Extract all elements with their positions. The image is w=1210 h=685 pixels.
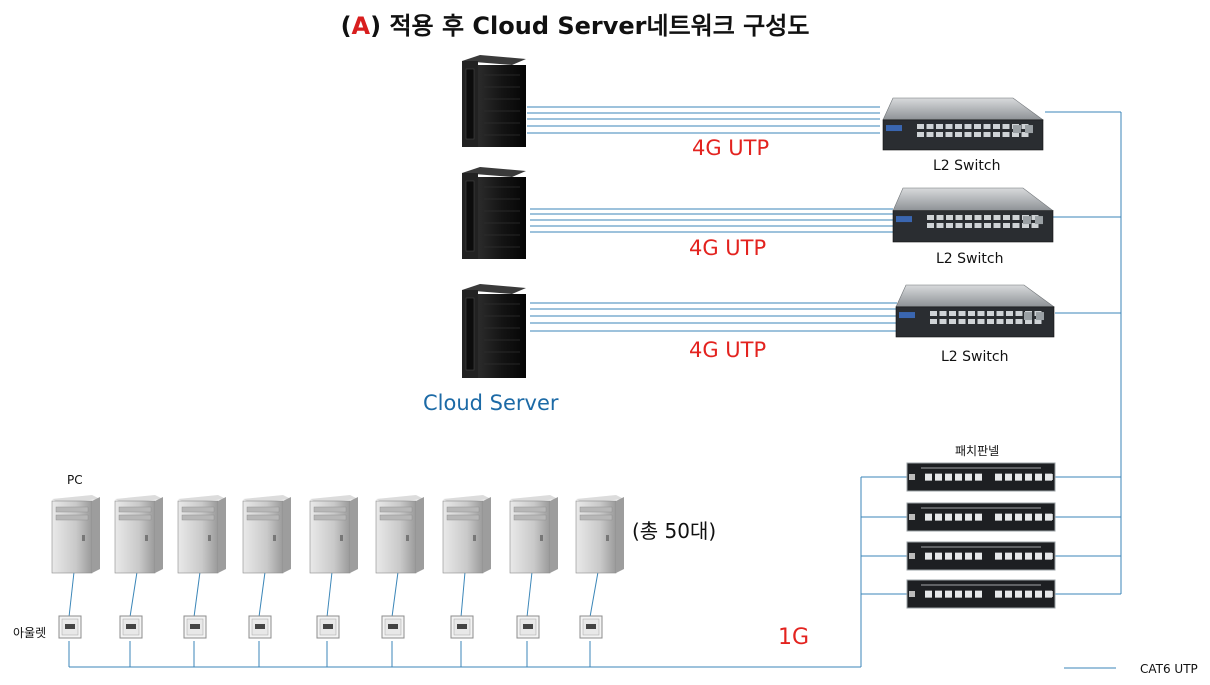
- pc-to-outlet: [460, 571, 466, 618]
- pc-label: PC: [67, 473, 83, 487]
- network-switch-icon: [892, 187, 1054, 243]
- wall-outlet-icon: [381, 615, 405, 639]
- title-accent: A: [351, 12, 371, 40]
- pc-to-outlet: [589, 571, 599, 618]
- wall-outlet-icon: [248, 615, 272, 639]
- pc-tower-icon: [177, 495, 226, 574]
- wall-outlet-icon: [450, 615, 474, 639]
- title-rest: ) 적용 후 Cloud Server네트워크 구성도: [370, 12, 810, 40]
- wall-outlet-icon: [183, 615, 207, 639]
- pc-to-outlet: [258, 571, 266, 618]
- wall-outlet-icon: [579, 615, 603, 639]
- network-switch-icon: [895, 284, 1055, 338]
- server-rack-icon: [462, 167, 526, 259]
- pc-tower-icon: [375, 495, 424, 574]
- switch-label-3: L2 Switch: [941, 349, 1009, 365]
- network-switch-icon: [882, 97, 1044, 151]
- pc-tower-icon: [309, 495, 358, 574]
- uplink-label-2: 4G UTP: [689, 236, 767, 260]
- pc-to-outlet: [193, 571, 201, 618]
- cables: [68, 106, 1122, 669]
- pc-tower-icon: [575, 495, 624, 574]
- pc-to-outlet: [326, 571, 333, 618]
- patch-panel-icon: [906, 462, 1056, 492]
- server-rack-icon: [462, 284, 526, 378]
- patch-panel-icon: [906, 502, 1056, 532]
- pc-to-outlet: [129, 571, 138, 618]
- wall-outlet-icon: [58, 615, 82, 639]
- patch-panel-label: 패치판넬: [955, 444, 1000, 458]
- uplink-label-3: 4G UTP: [689, 338, 767, 362]
- patch-panel-icon: [906, 579, 1056, 609]
- wall-outlet-icon: [516, 615, 540, 639]
- pc-tower-icon: [509, 495, 558, 574]
- access-link-label: 1G: [778, 625, 810, 650]
- pc-to-outlet: [68, 571, 75, 618]
- pc-tower-icon: [51, 495, 100, 574]
- pc-count-label: (총 50대): [632, 519, 717, 543]
- title-open: (: [340, 12, 352, 40]
- patch-panel-icon: [906, 541, 1056, 571]
- page-title: (A) 적용 후 Cloud Server네트워크 구성도: [0, 6, 1150, 41]
- pc-tower-icon: [114, 495, 163, 574]
- pc-to-outlet: [526, 571, 533, 618]
- switch-label-1: L2 Switch: [933, 158, 1001, 174]
- cloud-server-label: Cloud Server: [423, 391, 559, 415]
- wall-outlet-icon: [316, 615, 340, 639]
- uplink-label-1: 4G UTP: [692, 136, 770, 160]
- outlet-label: 아울렛: [13, 626, 47, 640]
- pc-tower-icon: [442, 495, 491, 574]
- switch-label-2: L2 Switch: [936, 251, 1004, 267]
- legend-label: CAT6 UTP: [1140, 662, 1198, 676]
- pc-tower-icon: [242, 495, 291, 574]
- server-rack-icon: [462, 55, 526, 147]
- pc-to-outlet: [391, 571, 399, 618]
- wall-outlet-icon: [119, 615, 143, 639]
